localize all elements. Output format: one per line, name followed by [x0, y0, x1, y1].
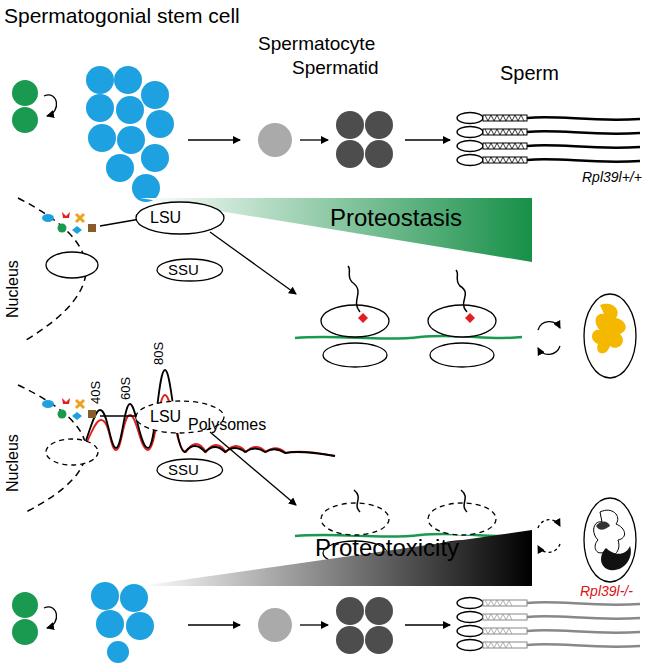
stage-label: Spermatid: [292, 58, 379, 79]
compartment-label: Nucleus: [4, 434, 22, 492]
subunit-label: SSU: [168, 461, 199, 478]
genotype-label: Rpl39l-/-: [580, 584, 633, 599]
subunit-label: SSU: [168, 261, 199, 278]
stage-label: Spermatogonial stem cell: [4, 4, 240, 27]
subunit-ellipse: LSU: [135, 201, 225, 235]
band-label: Proteotoxicity: [315, 534, 459, 562]
subunit-label: LSU: [150, 209, 181, 227]
subunit-ellipse: SSU: [156, 258, 224, 282]
genotype-label: Rpl39l+/+: [582, 170, 642, 185]
profile-label: Polysomes: [188, 416, 266, 434]
band-label: Proteostasis: [330, 204, 462, 232]
stage-label: Spermatocyte: [258, 34, 375, 55]
compartment-label: Nucleus: [4, 260, 22, 318]
subunit-ellipse: SSU: [156, 458, 224, 482]
peak-label: 60S: [119, 377, 133, 400]
gradient-band: Proteotoxicity: [140, 530, 532, 586]
subunit-label: LSU: [150, 408, 181, 426]
peak-label: 80S: [152, 342, 166, 365]
peak-label: 40S: [89, 381, 103, 404]
stage-label: Sperm: [500, 62, 559, 84]
